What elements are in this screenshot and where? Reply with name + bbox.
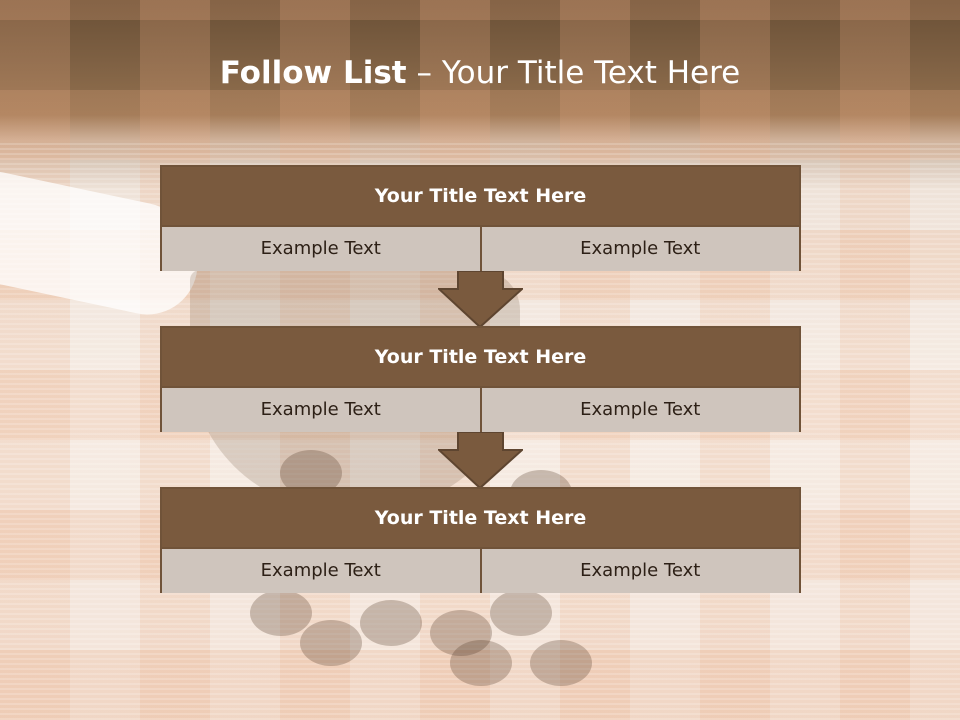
step-box: Your Title Text Here Example Text Exampl… — [160, 326, 801, 432]
coffee-bean-photo — [490, 590, 552, 636]
coffee-bean-photo — [530, 640, 592, 686]
step-title: Your Title Text Here — [162, 167, 799, 227]
coffee-bean-photo — [360, 600, 422, 646]
coffee-bean-photo — [430, 610, 492, 656]
coffee-bean-photo — [300, 620, 362, 666]
slide-title-bold: Follow List — [219, 55, 407, 91]
coffee-bean-photo — [250, 590, 312, 636]
step-row: Example Text Example Text — [162, 388, 799, 432]
step-row: Example Text Example Text — [162, 549, 799, 593]
down-arrow-icon — [438, 271, 523, 329]
step-cell-right: Example Text — [479, 388, 799, 432]
step-cell-right: Example Text — [479, 549, 799, 593]
slide-title-rest: – Your Title Text Here — [406, 55, 741, 91]
slide-title: Follow List – Your Title Text Here — [0, 55, 960, 91]
step-title: Your Title Text Here — [162, 328, 799, 388]
down-arrow-icon — [438, 432, 523, 490]
step-box: Your Title Text Here Example Text Exampl… — [160, 165, 801, 271]
step-title: Your Title Text Here — [162, 489, 799, 549]
step-cell-right: Example Text — [479, 227, 799, 271]
step-box: Your Title Text Here Example Text Exampl… — [160, 487, 801, 593]
step-cell-left: Example Text — [162, 388, 480, 432]
step-cell-left: Example Text — [162, 549, 480, 593]
coffee-bean-photo — [450, 640, 512, 686]
step-cell-left: Example Text — [162, 227, 480, 271]
step-row: Example Text Example Text — [162, 227, 799, 271]
